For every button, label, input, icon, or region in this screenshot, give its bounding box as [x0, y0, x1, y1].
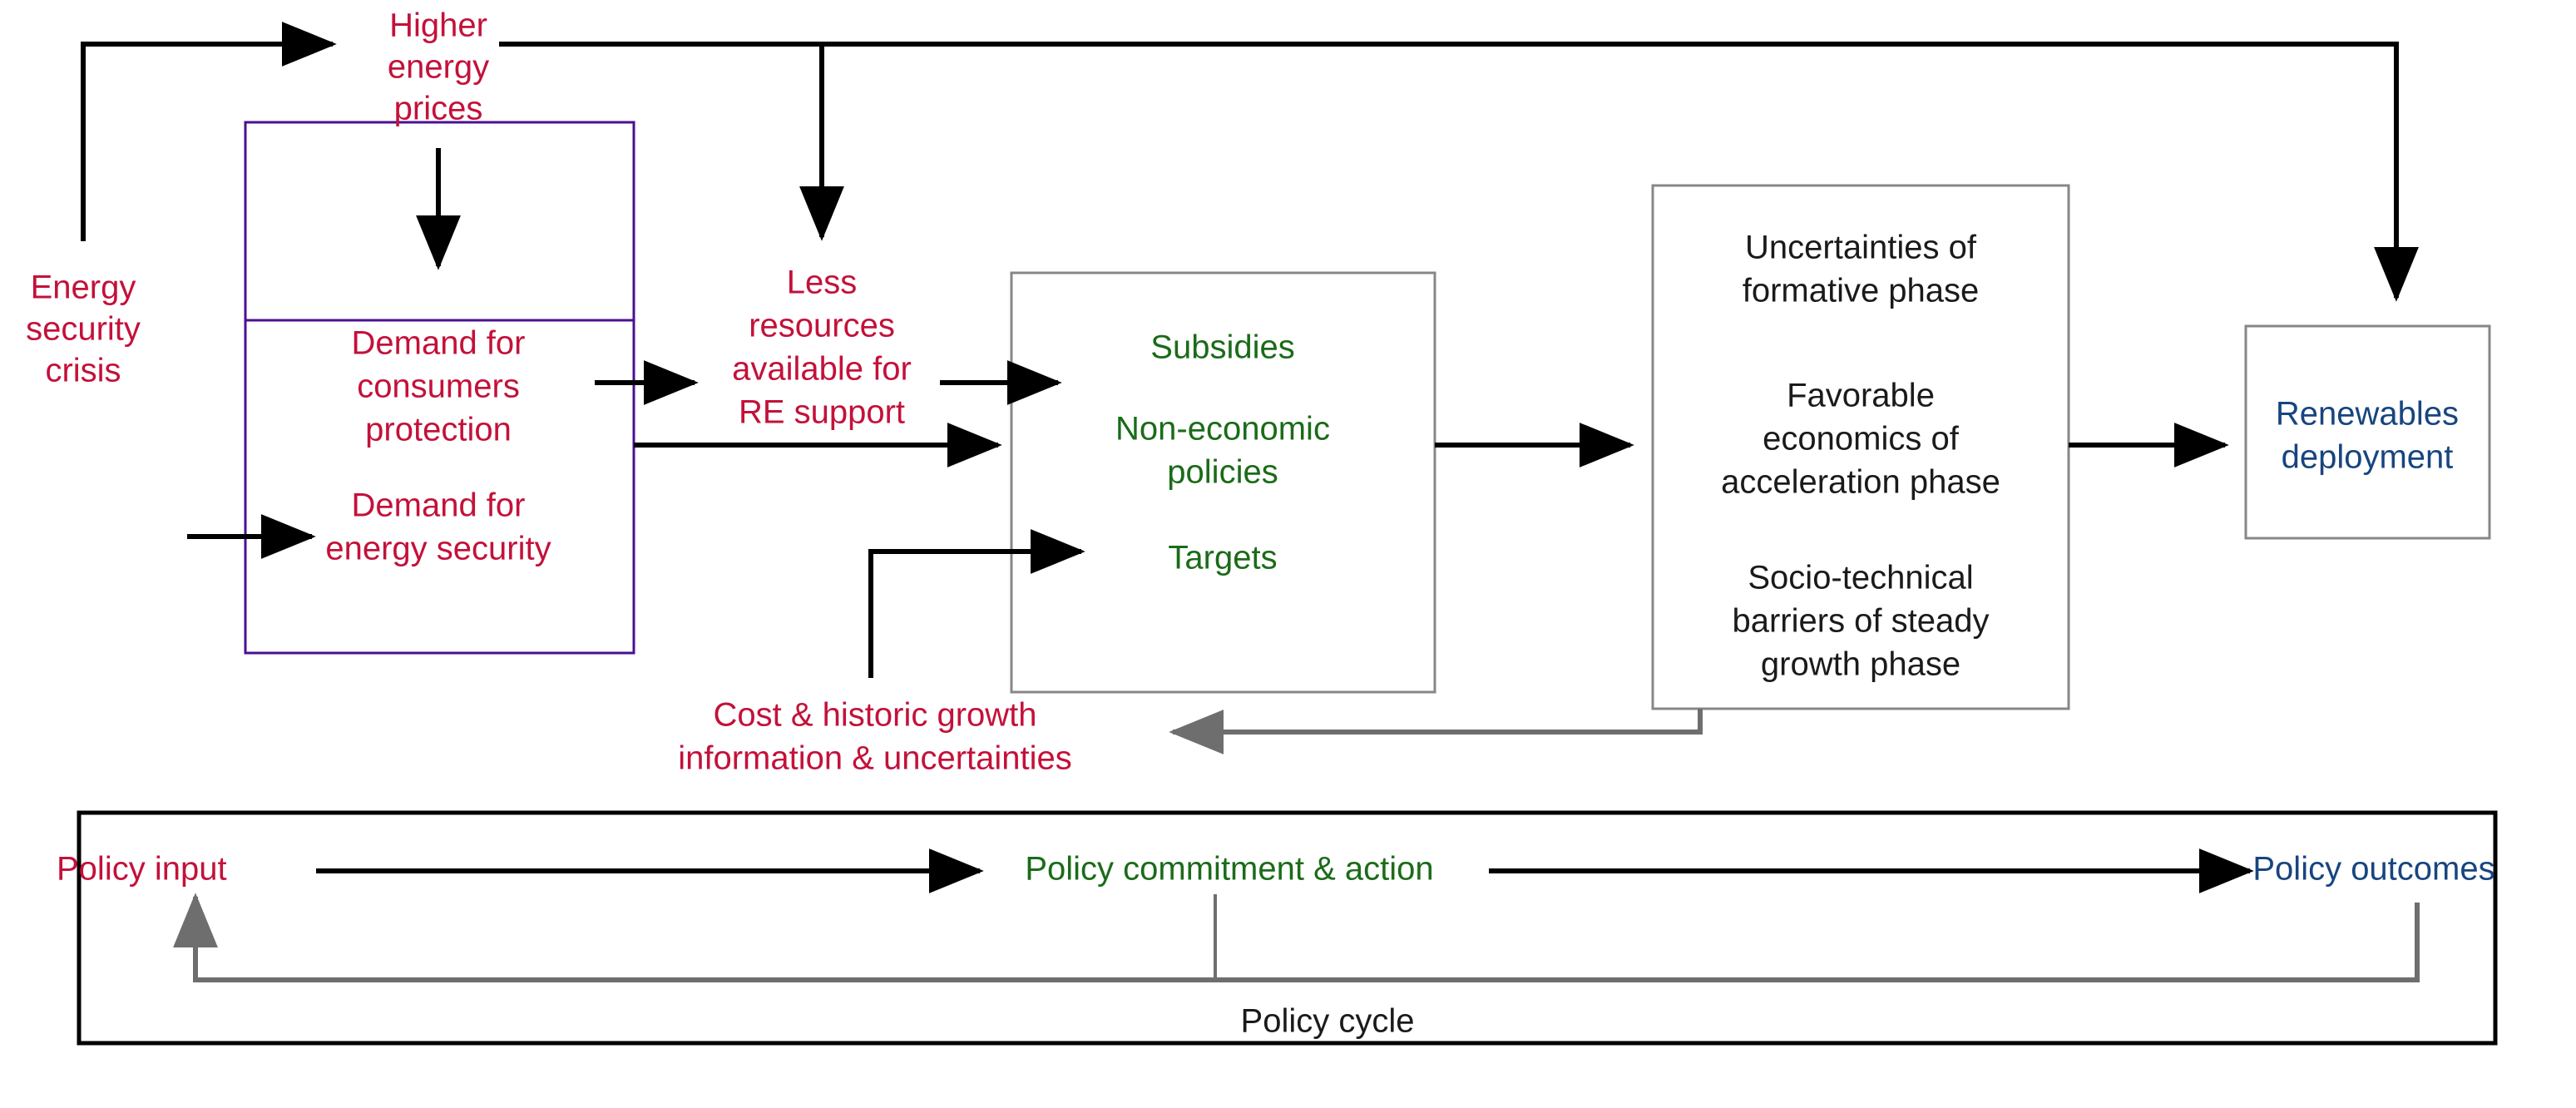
renewables-deployment-box [2244, 324, 2491, 540]
node-targets: Targets [1168, 540, 1277, 576]
policy-instruments-box [1010, 271, 1436, 694]
node-demand-consumers-protection-line-1: Demand for [352, 325, 526, 362]
policy-cycle-commitment-label: Policy commitment & action [1025, 851, 1433, 888]
node-non-economic-policies-line-1: Non-economic [1115, 411, 1330, 448]
node-uncertainties-formative-line-2: formative phase [1743, 273, 1980, 309]
node-higher-energy-prices-line-3: prices [394, 91, 483, 127]
policy-cycle-input-label: Policy input [57, 851, 227, 888]
node-cost-historic-growth-line-2: information & uncertainties [678, 740, 1072, 777]
node-energy-security-crisis-line-3: crisis [45, 353, 121, 389]
node-demand-consumers-protection-line-2: consumers [357, 369, 520, 405]
node-demand-consumers-protection-line-3: protection [365, 412, 512, 448]
policy-cycle-panel [77, 810, 2498, 1046]
node-subsidies: Subsidies [1150, 329, 1294, 366]
node-higher-energy-prices-line-1: Higher [389, 7, 487, 44]
link-outcomes-feedback-to-input [173, 893, 2420, 982]
node-uncertainties-formative-line-1: Uncertainties of [1745, 230, 1977, 266]
node-energy-security-crisis-line-1: Energy [31, 270, 136, 306]
demand-cluster-box-full [244, 121, 635, 655]
link-phases-feedback-to-cost-info [1169, 709, 1703, 754]
node-demand-energy-security-line-1: Demand for [352, 487, 526, 524]
node-favorable-economics-line-1: Favorable [1787, 378, 1935, 414]
node-renewables-deployment-line-2: deployment [2282, 439, 2454, 476]
link-crisis-to-higher-prices [81, 22, 337, 241]
node-socio-technical-barriers-line-3: growth phase [1761, 646, 1960, 683]
node-favorable-economics-line-2: economics of [1763, 421, 1960, 458]
node-less-resources-line-3: available for [732, 351, 912, 388]
policy-cycle-outcomes-label: Policy outcomes [2252, 851, 2494, 888]
node-less-resources-line-2: resources [749, 308, 895, 344]
node-favorable-economics-line-3: acceleration phase [1721, 464, 2000, 501]
node-less-resources-line-4: RE support [739, 394, 905, 431]
link-higher-prices-to-renewables [499, 42, 2419, 302]
node-socio-technical-barriers-line-2: barriers of steady [1732, 603, 1989, 640]
node-higher-energy-prices-line-2: energy [388, 49, 489, 86]
policy-cycle-label: Policy cycle [1241, 1003, 1415, 1040]
node-energy-security-crisis-line-2: security [26, 311, 141, 348]
node-renewables-deployment-line-1: Renewables [2276, 396, 2459, 433]
node-less-resources-line-1: Less [787, 265, 858, 301]
node-socio-technical-barriers-line-1: Socio-technical [1748, 560, 1973, 596]
node-demand-energy-security-line-2: energy security [325, 531, 551, 567]
node-cost-historic-growth-line-1: Cost & historic growth [713, 697, 1036, 734]
link-cost-info-to-targets [868, 529, 1085, 678]
node-non-economic-policies-line-2: policies [1167, 454, 1278, 491]
